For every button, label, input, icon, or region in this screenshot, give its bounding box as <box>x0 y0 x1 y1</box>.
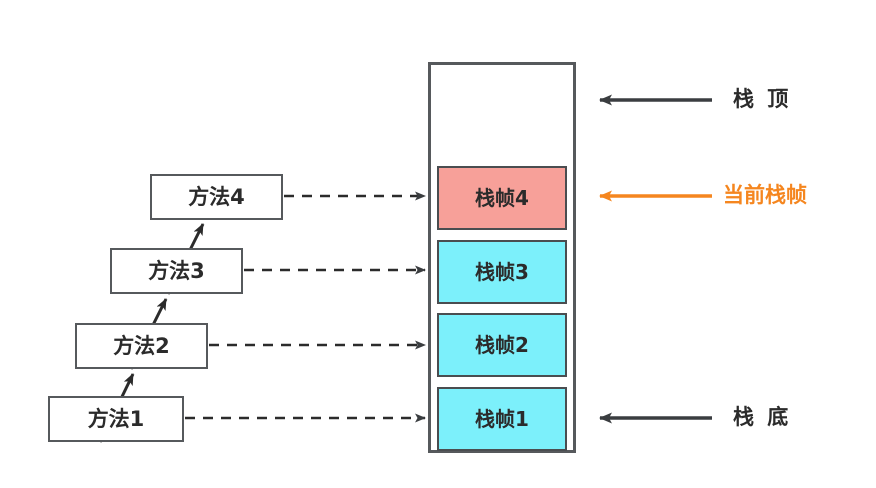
dashed-connectors <box>185 191 426 423</box>
method-box-1[interactable]: 方法1 <box>48 396 184 442</box>
method-box-2-label: 方法2 <box>113 333 170 358</box>
stack-frame-4-label: 栈帧4 <box>475 186 529 210</box>
annotation-label-stack-top: 栈 顶 <box>733 87 792 111</box>
stack-frame-1-label: 栈帧1 <box>475 407 529 431</box>
method-box-3[interactable]: 方法3 <box>110 248 243 294</box>
stack-frame-2-label: 栈帧2 <box>475 333 529 357</box>
stack-container: 栈帧4 栈帧3 栈帧2 栈帧1 <box>428 62 576 453</box>
annotation-label-stack-bottom: 栈 底 <box>733 405 792 429</box>
stack-frame-3[interactable]: 栈帧3 <box>437 240 567 304</box>
stack-frame-4[interactable]: 栈帧4 <box>437 166 567 230</box>
annotation-label-current-stack-frame: 当前栈帧 <box>723 183 807 207</box>
stack-frame-2[interactable]: 栈帧2 <box>437 313 567 377</box>
annotation-arrows <box>599 94 712 424</box>
method-box-1-label: 方法1 <box>87 406 145 431</box>
method-box-3-label: 方法3 <box>148 258 205 283</box>
stack-frame-1[interactable]: 栈帧1 <box>437 387 567 451</box>
method-box-2[interactable]: 方法2 <box>75 323 208 369</box>
stack-frame-3-label: 栈帧3 <box>475 260 529 284</box>
method-box-4[interactable]: 方法4 <box>150 174 283 220</box>
method-box-4-label: 方法4 <box>188 184 245 209</box>
